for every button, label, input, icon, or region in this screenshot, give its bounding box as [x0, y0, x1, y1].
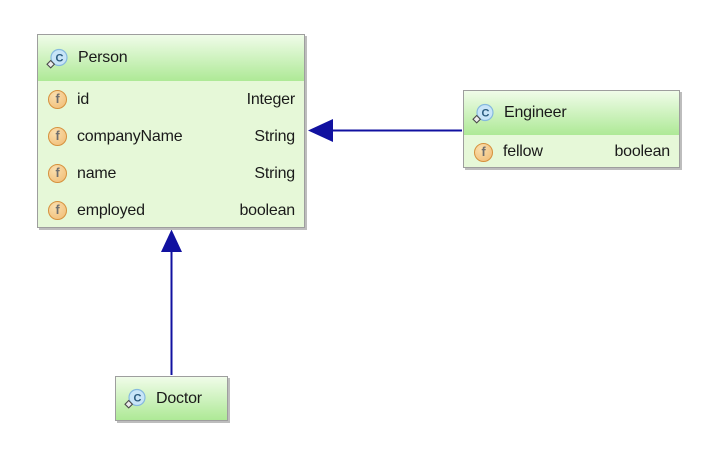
generalization-edge-engineer-to-person[interactable]: [308, 119, 462, 142]
field-icon: f: [474, 142, 493, 162]
class-icon: C: [472, 103, 494, 124]
field-row-companyName[interactable]: f companyName String: [38, 118, 304, 155]
field-row-id[interactable]: f id Integer: [38, 81, 304, 118]
generalization-edge-doctor-to-person[interactable]: [161, 229, 182, 376]
svg-text:C: C: [134, 392, 142, 404]
class-header-engineer[interactable]: C Engineer: [464, 91, 679, 135]
class-icon: C: [124, 388, 146, 409]
field-name: employed: [77, 201, 145, 219]
class-header-person[interactable]: C Person: [38, 35, 304, 81]
field-type: String: [254, 164, 295, 182]
class-box-doctor[interactable]: C Doctor: [115, 376, 228, 421]
field-name: fellow: [503, 143, 543, 160]
field-icon: f: [48, 127, 67, 146]
field-type: String: [254, 127, 295, 145]
field-icon: f: [48, 201, 67, 220]
field-row-name[interactable]: f name String: [38, 155, 304, 192]
field-icon: f: [48, 90, 67, 109]
svg-text:C: C: [482, 107, 490, 119]
field-name: id: [77, 90, 90, 108]
svg-text:C: C: [56, 52, 64, 64]
arrowhead-up-icon: [161, 229, 182, 252]
class-box-engineer[interactable]: C Engineer f fellow boolean: [463, 90, 680, 168]
field-type: boolean: [614, 143, 670, 160]
field-row-fellow[interactable]: f fellow boolean: [464, 135, 679, 169]
class-name: Doctor: [156, 389, 202, 407]
class-name: Person: [78, 49, 128, 66]
class-header-doctor[interactable]: C Doctor: [116, 377, 227, 420]
class-box-person[interactable]: C Person f id Integer f companyName Stri…: [37, 34, 305, 228]
class-icon: C: [46, 48, 68, 69]
field-icon: f: [48, 164, 67, 183]
class-name: Engineer: [504, 104, 567, 121]
field-name: companyName: [77, 127, 183, 145]
field-type: boolean: [239, 201, 295, 219]
field-row-employed[interactable]: f employed boolean: [38, 192, 304, 229]
arrowhead-left-icon: [308, 119, 333, 142]
field-name: name: [77, 164, 117, 182]
field-type: Integer: [246, 90, 296, 108]
